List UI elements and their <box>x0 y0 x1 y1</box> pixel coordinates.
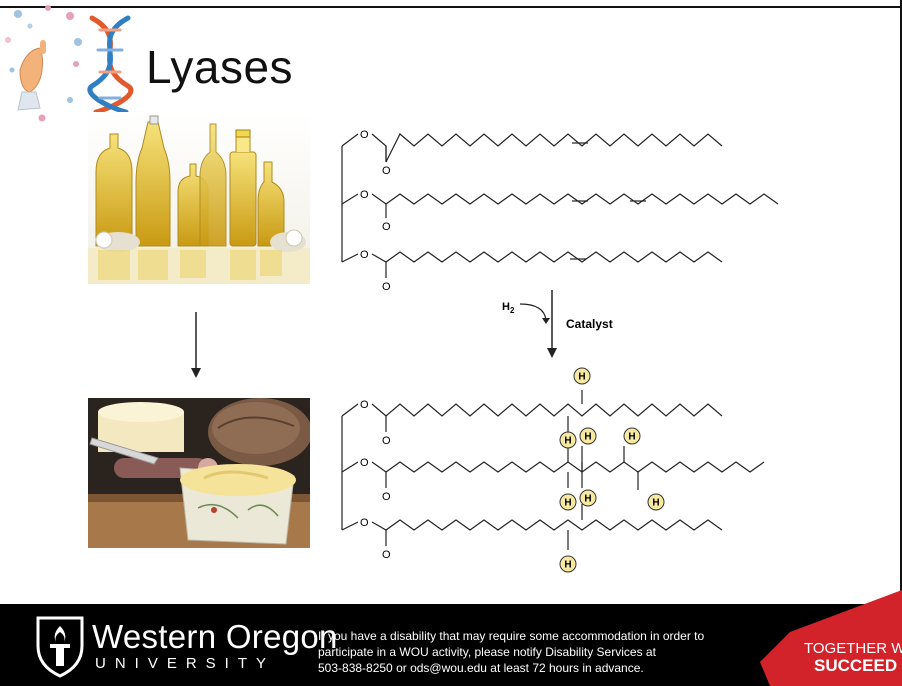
saturated-triglyceride <box>341 390 765 550</box>
title-decoration <box>5 5 134 122</box>
dna-icon <box>87 15 134 115</box>
hydrogenation-reaction-diagram: O O O O O O H2 Catalyst <box>341 129 779 573</box>
oxygen-label: O <box>360 517 369 529</box>
oxygen-label: O <box>382 281 391 293</box>
oxygen-label: O <box>360 249 369 261</box>
footer-bar <box>0 604 902 686</box>
margarine-image <box>88 398 310 548</box>
unsaturated-oxygen-labels: O O O O O O <box>360 129 391 293</box>
notice-line: If you have a disability that may requir… <box>318 629 705 643</box>
hydrogen-atom-icon <box>559 493 577 511</box>
hydrogen-atom-icon <box>559 431 577 449</box>
hydrogen-atom-icon <box>579 427 597 445</box>
tagline-line-2: SUCCEED <box>814 656 898 675</box>
hydrogen-label: H <box>628 432 635 443</box>
hydrogen-atom-icon <box>559 555 577 573</box>
unsaturated-triglyceride <box>341 133 779 278</box>
hydrogen-label: H <box>652 498 659 509</box>
reaction-arrow: H2 Catalyst <box>502 290 613 358</box>
notice-line: participate in a WOU activity, please no… <box>318 645 656 659</box>
tagline-line-1: TOGETHER WE <box>804 640 902 657</box>
oxygen-label: O <box>382 221 391 233</box>
disability-notice: If you have a disability that may requir… <box>318 628 758 676</box>
oxygen-label: O <box>382 165 391 177</box>
hydrogen-label: H <box>564 436 571 447</box>
wou-torch-logo-icon <box>36 616 84 678</box>
added-hydrogen-atoms: H H H H H H H H <box>559 367 665 573</box>
hydrogen-label: H <box>578 372 585 383</box>
hydrogen-atom-icon <box>573 367 591 385</box>
hand-icon <box>17 40 46 111</box>
university-subtitle: UNIVERSITY <box>95 655 276 672</box>
oxygen-label: O <box>382 549 391 561</box>
decor-dots-icon <box>5 5 82 122</box>
hydrogen-label: H <box>584 494 591 505</box>
saturated-oxygen-labels: O O O O O O <box>360 399 391 561</box>
slide-top-border <box>0 0 902 8</box>
slide-title: Lyases <box>146 41 294 93</box>
hydrogen-atom-icon <box>647 493 665 511</box>
slide-right-border <box>900 0 902 604</box>
hydrogen-label: H <box>564 498 571 509</box>
oxygen-label: O <box>360 399 369 411</box>
catalyst-label: Catalyst <box>566 317 613 331</box>
oxygen-label: O <box>360 457 369 469</box>
hydrogen-label: H <box>584 432 591 443</box>
hydrogen-atom-icon <box>623 427 641 445</box>
reagent-label: H2 <box>502 301 515 315</box>
hydrogen-atom-icon <box>579 489 597 507</box>
oxygen-label: O <box>382 491 391 503</box>
tagline-shape <box>760 590 902 686</box>
university-name: Western Oregon <box>92 618 338 655</box>
hydrogen-label: H <box>564 560 571 571</box>
notice-line: 503-838-8250 or ods@wou.edu at least 72 … <box>318 661 644 675</box>
oil-bottles-image <box>88 112 310 284</box>
conversion-arrow-icon <box>191 312 201 378</box>
oxygen-label: O <box>360 129 369 141</box>
oxygen-label: O <box>360 189 369 201</box>
oxygen-label: O <box>382 435 391 447</box>
